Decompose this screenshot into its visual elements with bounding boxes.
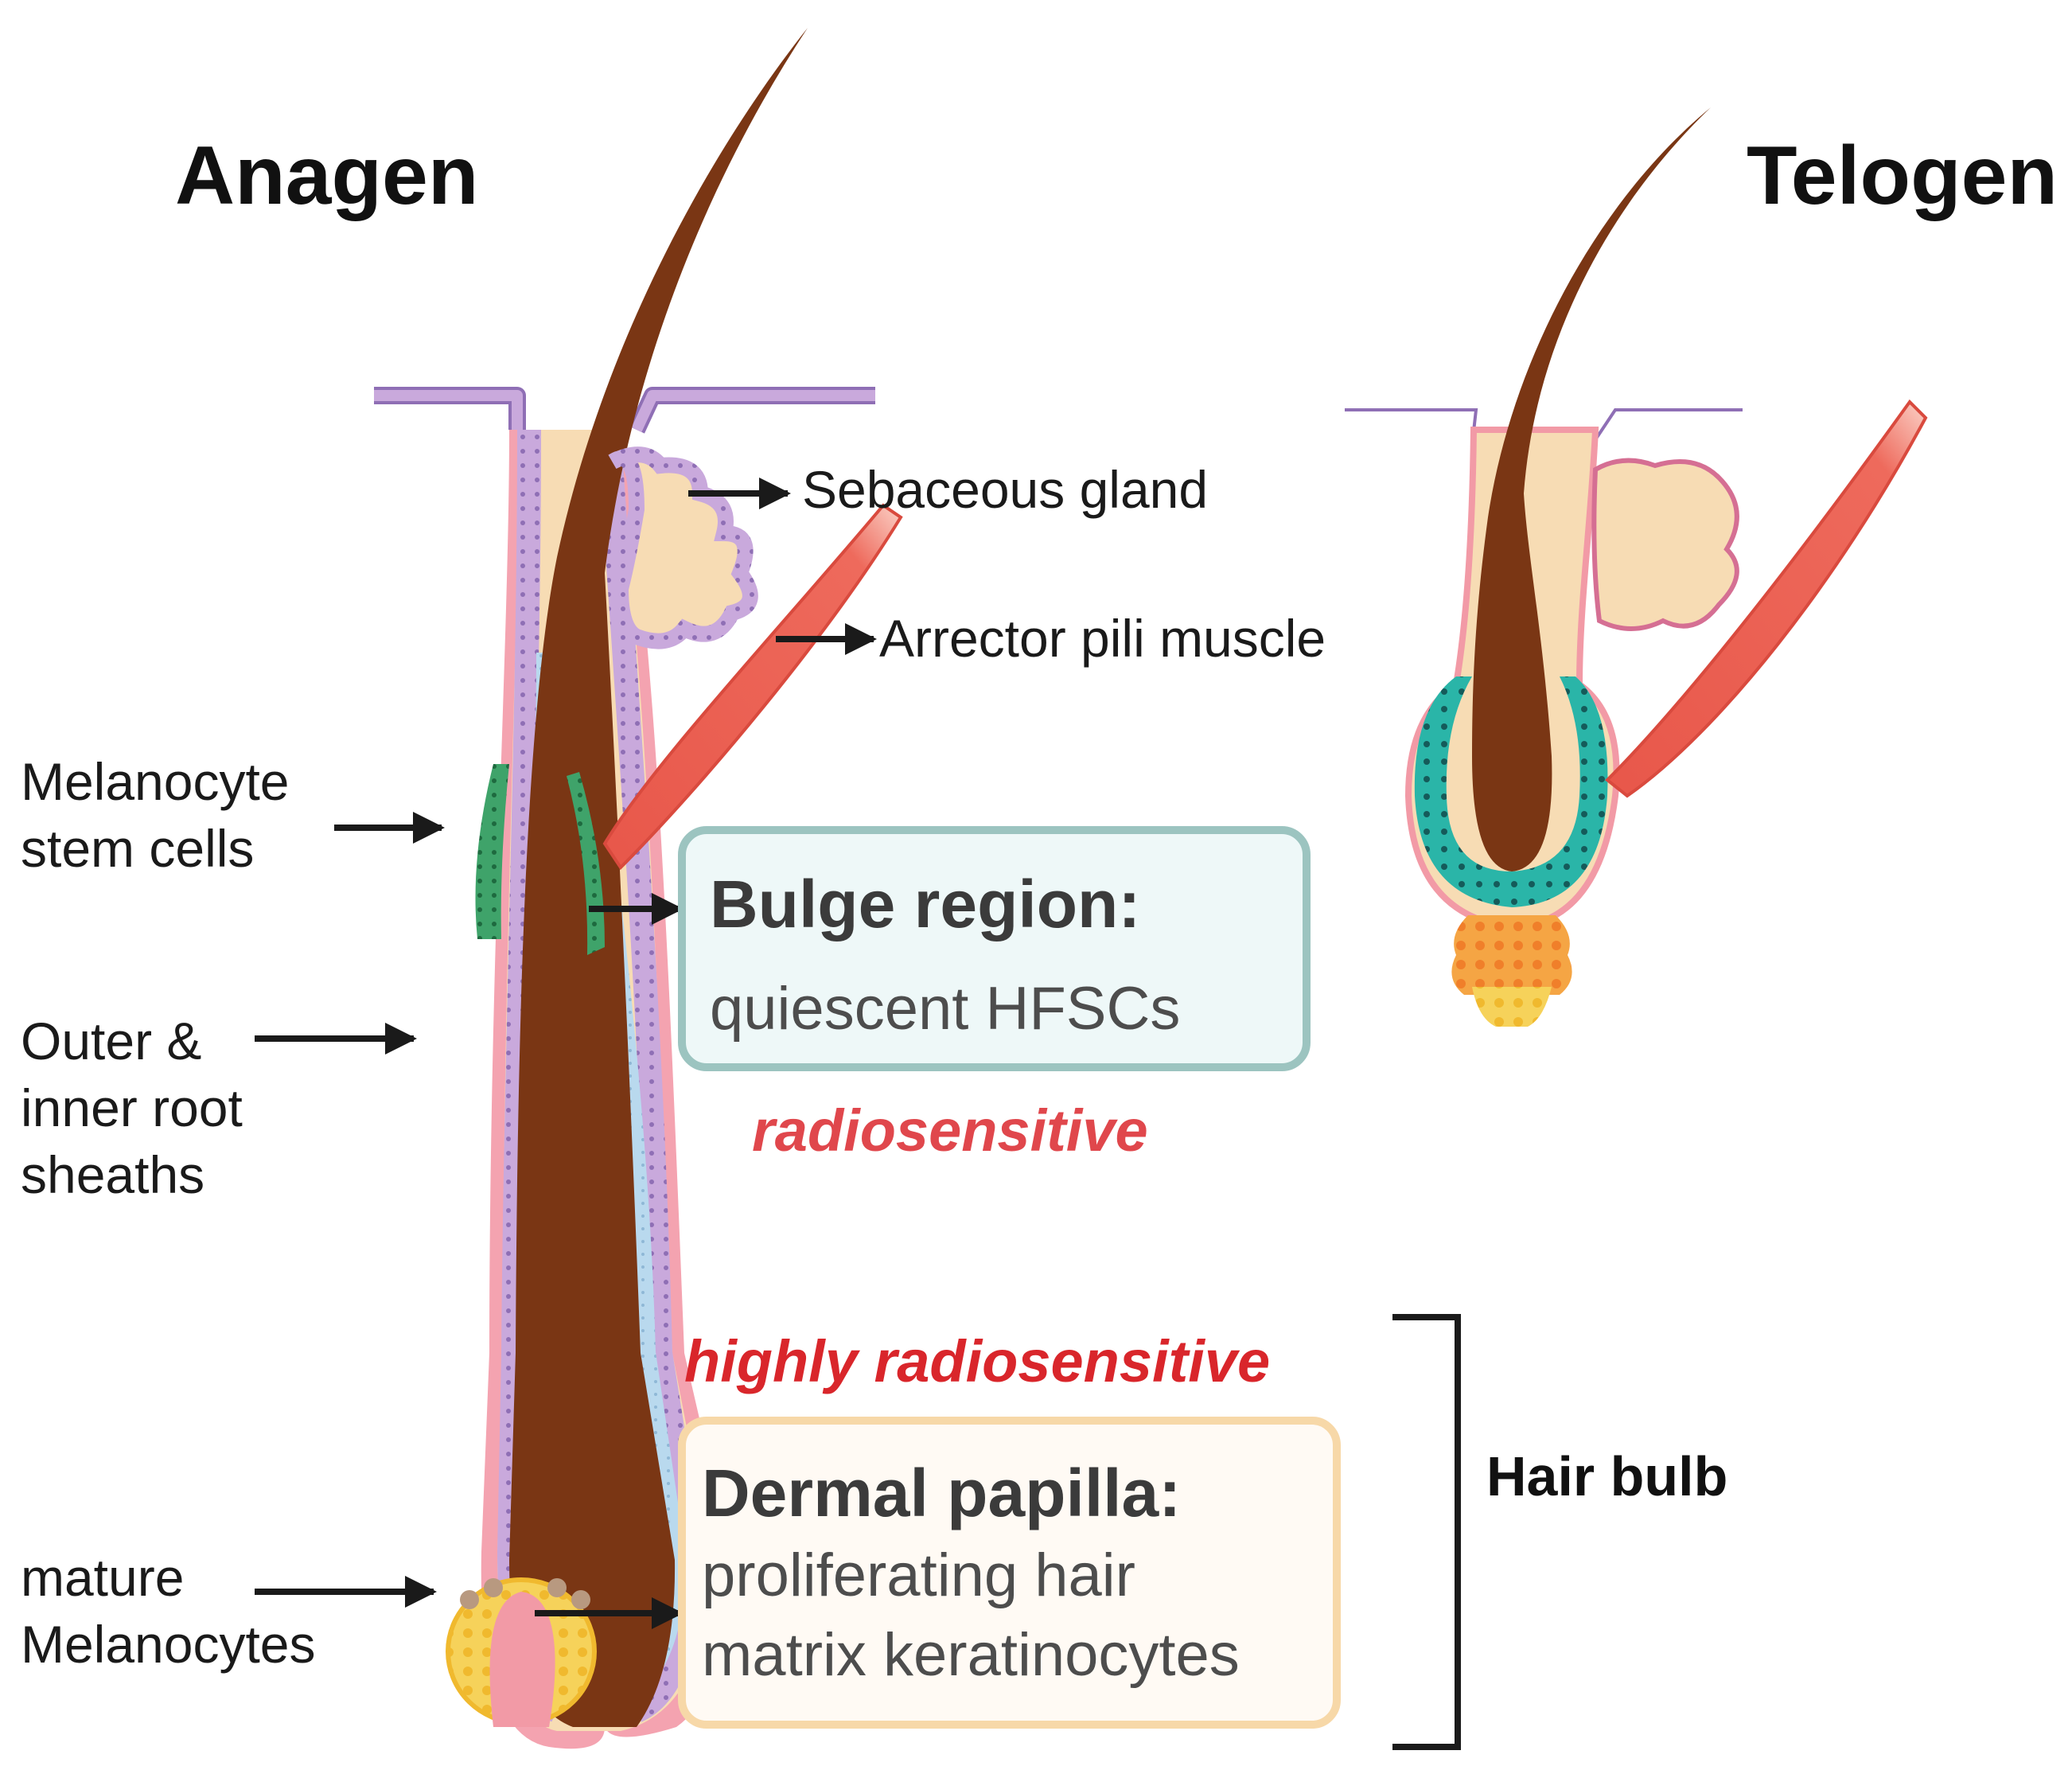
dermal-papilla-body-line1: proliferating hair [702, 1542, 1135, 1609]
anagen-sebaceous-gland [608, 446, 758, 649]
bulge-region-title: Bulge region: [710, 867, 1141, 942]
melanocyte-stem-cells-left [475, 764, 509, 939]
bulge-region-box: Bulge region: quiescent HFSCs [678, 826, 1311, 1071]
telogen-stem-cells [1414, 676, 1608, 907]
sebaceous-gland-label: Sebaceous gland [802, 460, 1209, 519]
telogen-epidermis-right [1590, 408, 1743, 447]
telogen-arrector-pili [1605, 399, 1928, 798]
mature-melanocytes-label-line2: Melanocytes [21, 1615, 316, 1674]
melanocyte-stem-label-line1: Melanocyte [21, 752, 290, 811]
pointer-arrows [255, 478, 877, 1629]
dermal-papilla-body-line2: matrix keratinocytes [702, 1621, 1240, 1689]
telogen-epidermis-left [1345, 408, 1478, 446]
melanocyte-stem-label-line2: stem cells [21, 819, 255, 878]
anagen-hair-shaft [509, 28, 808, 1727]
anagen-title: Anagen [175, 130, 479, 222]
anagen-arrector-pili [602, 503, 903, 871]
telogen-hair-shaft [1472, 107, 1711, 871]
mature-melanocyte-1 [460, 1590, 479, 1609]
mature-melanocyte-2 [484, 1578, 503, 1597]
dermal-papilla-box: Dermal papilla: proliferating hair matri… [678, 1417, 1341, 1729]
radiosensitive-label: radiosensitive [752, 1097, 1148, 1164]
dermal-papilla-title: Dermal papilla: [702, 1456, 1182, 1530]
root-sheaths-label-line1: Outer & [21, 1012, 202, 1070]
telogen-secondary-germ [1451, 915, 1572, 995]
dermal-papilla [446, 1577, 597, 1727]
papilla-core [489, 1592, 555, 1727]
root-sheaths-label-line3: sheaths [21, 1145, 205, 1204]
highly-radiosensitive-label: highly radiosensitive [684, 1328, 1271, 1394]
mature-melanocyte-4 [571, 1590, 590, 1609]
telogen-title: Telogen [1747, 130, 2058, 222]
hair-bulb-bracket [1392, 1314, 1461, 1750]
sebaceous-gland-body [608, 446, 758, 649]
mature-melanocytes-label-line1: mature [21, 1548, 185, 1607]
root-sheaths-label-line2: inner root [21, 1078, 243, 1137]
mature-melanocyte-3 [547, 1578, 567, 1597]
hair-bulb-label: Hair bulb [1486, 1445, 1728, 1507]
anagen-follicle [374, 28, 875, 1749]
arrector-pili-label: Arrector pili muscle [879, 609, 1326, 668]
telogen-germ-tip [1472, 987, 1552, 1027]
bulge-region-body: quiescent HFSCs [710, 975, 1181, 1043]
telogen-follicle [1345, 107, 1928, 1027]
anagen-epidermis-left-fill [374, 390, 523, 430]
anagen-epidermis-right-fill [631, 390, 875, 432]
telogen-sebaceous-gland [1591, 458, 1739, 631]
